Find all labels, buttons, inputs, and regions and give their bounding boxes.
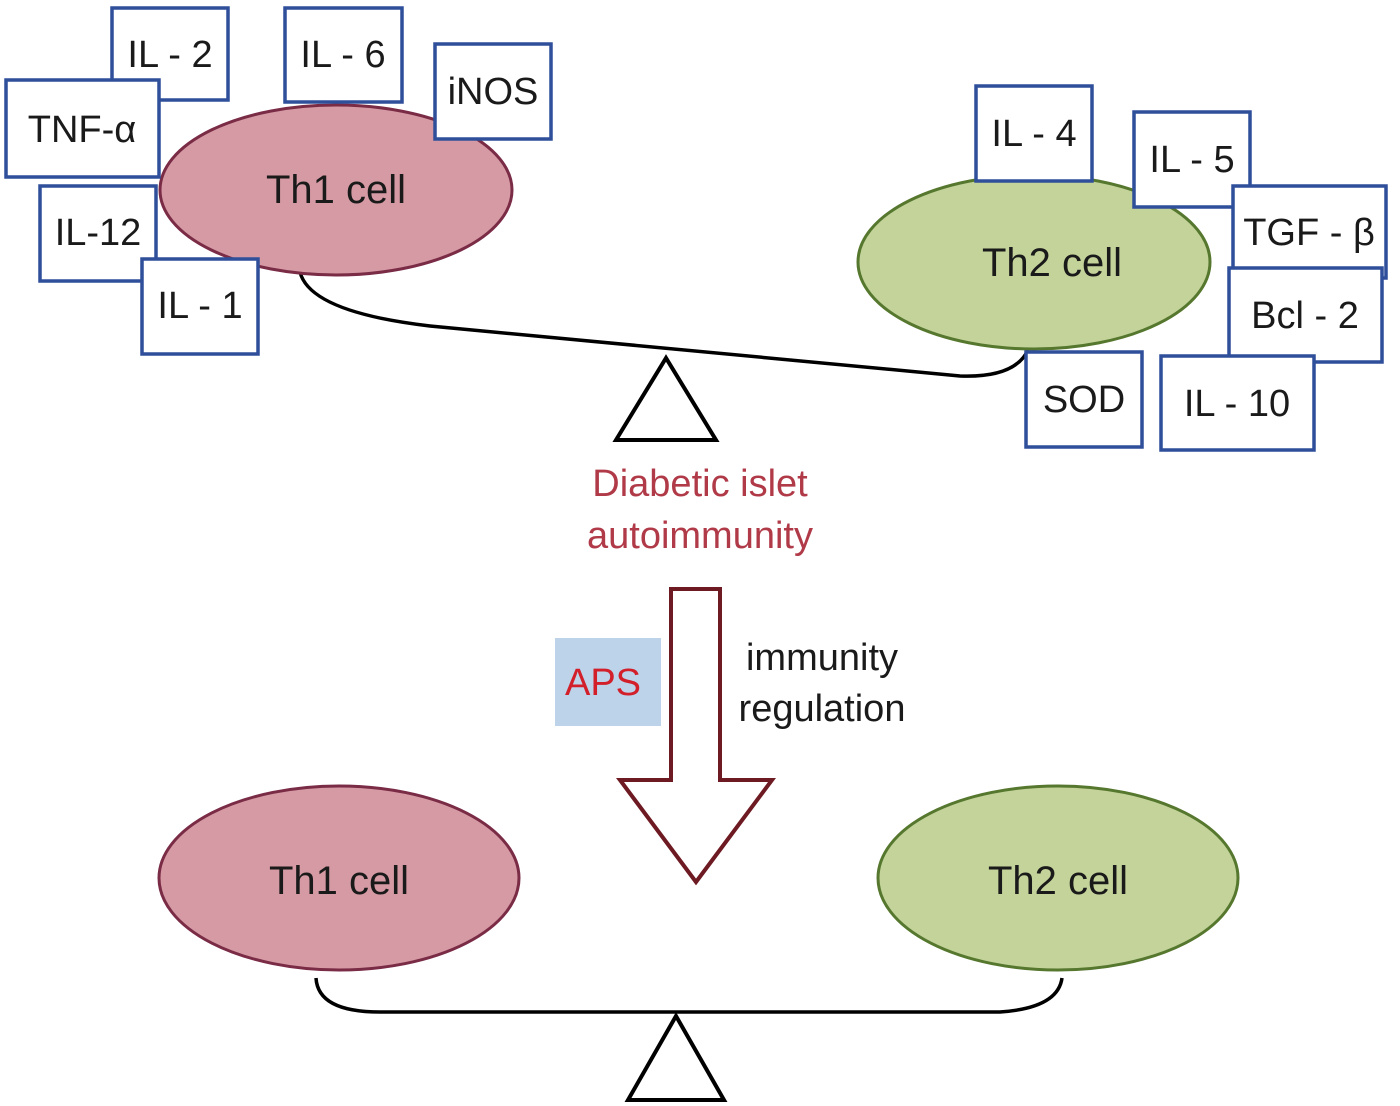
cytokine-label: IL - 6 <box>300 34 385 76</box>
top-seesaw-beam <box>298 271 1030 378</box>
top-th1-label: Th1 cell <box>266 168 406 212</box>
condition-label-line1: Diabetic islet <box>592 463 808 505</box>
bottom-fulcrum-triangle <box>624 1011 728 1102</box>
bottom-seesaw-beam <box>314 977 1064 1014</box>
condition-label-line2: autoimmunity <box>587 515 813 557</box>
treatment-badge <box>555 638 661 726</box>
cytokine-label: IL - 5 <box>1149 139 1234 181</box>
cytokine-box: IL-12 <box>38 184 158 283</box>
cytokine-label: TNF-α <box>28 109 137 151</box>
bottom-th1-cell <box>157 784 521 972</box>
cytokine-label: IL - 1 <box>157 285 242 327</box>
top-th2-label: Th2 cell <box>982 241 1122 285</box>
th2-cytokine-group: IL - 4 IL - 5 TGF - β Bcl - 2 SOD IL - 1… <box>974 84 1388 452</box>
cytokine-box: TGF - β <box>1231 184 1388 280</box>
cytokine-box: IL - 4 <box>974 84 1094 183</box>
treatment-arrow-group: APS immunity regulation <box>555 587 906 886</box>
cytokine-label: IL - 4 <box>991 113 1076 155</box>
effect-label-line1: immunity <box>746 637 898 679</box>
cytokine-label: iNOS <box>448 71 539 113</box>
cytokine-label: TGF - β <box>1243 212 1375 254</box>
bottom-th2-label: Th2 cell <box>988 859 1128 903</box>
cytokine-label: Bcl - 2 <box>1251 295 1359 337</box>
cytokine-box: IL - 10 <box>1159 354 1316 452</box>
cytokine-label: IL-12 <box>55 212 142 254</box>
cytokine-box: iNOS <box>433 42 553 141</box>
th1-cytokine-group: IL - 2 IL - 6 iNOS TNF-α IL-12 IL - 1 <box>4 6 553 356</box>
down-arrow-icon <box>616 587 776 886</box>
treatment-label: APS <box>565 662 641 704</box>
top-seesaw: Th1 cell Th2 cell IL - 2 IL - 6 iNOS TNF… <box>4 6 1388 452</box>
top-th1-cell <box>158 103 514 277</box>
bottom-seesaw: Th1 cell Th2 cell <box>157 784 1240 1102</box>
cytokine-label: SOD <box>1043 379 1125 421</box>
bottom-th1-label: Th1 cell <box>269 859 409 903</box>
cytokine-box: IL - 6 <box>283 6 404 104</box>
cytokine-box: TNF-α <box>4 78 161 179</box>
cytokine-box: IL - 5 <box>1132 110 1252 209</box>
effect-label-line2: regulation <box>739 688 906 730</box>
bottom-th2-cell <box>876 784 1240 972</box>
cytokine-box: SOD <box>1024 350 1144 449</box>
top-fulcrum-triangle <box>612 354 720 442</box>
cytokine-label: IL - 10 <box>1184 383 1290 425</box>
cytokine-label: IL - 2 <box>127 34 212 76</box>
cytokine-box: IL - 2 <box>110 6 230 102</box>
cytokine-box: IL - 1 <box>140 257 260 356</box>
cytokine-box: Bcl - 2 <box>1227 266 1384 364</box>
